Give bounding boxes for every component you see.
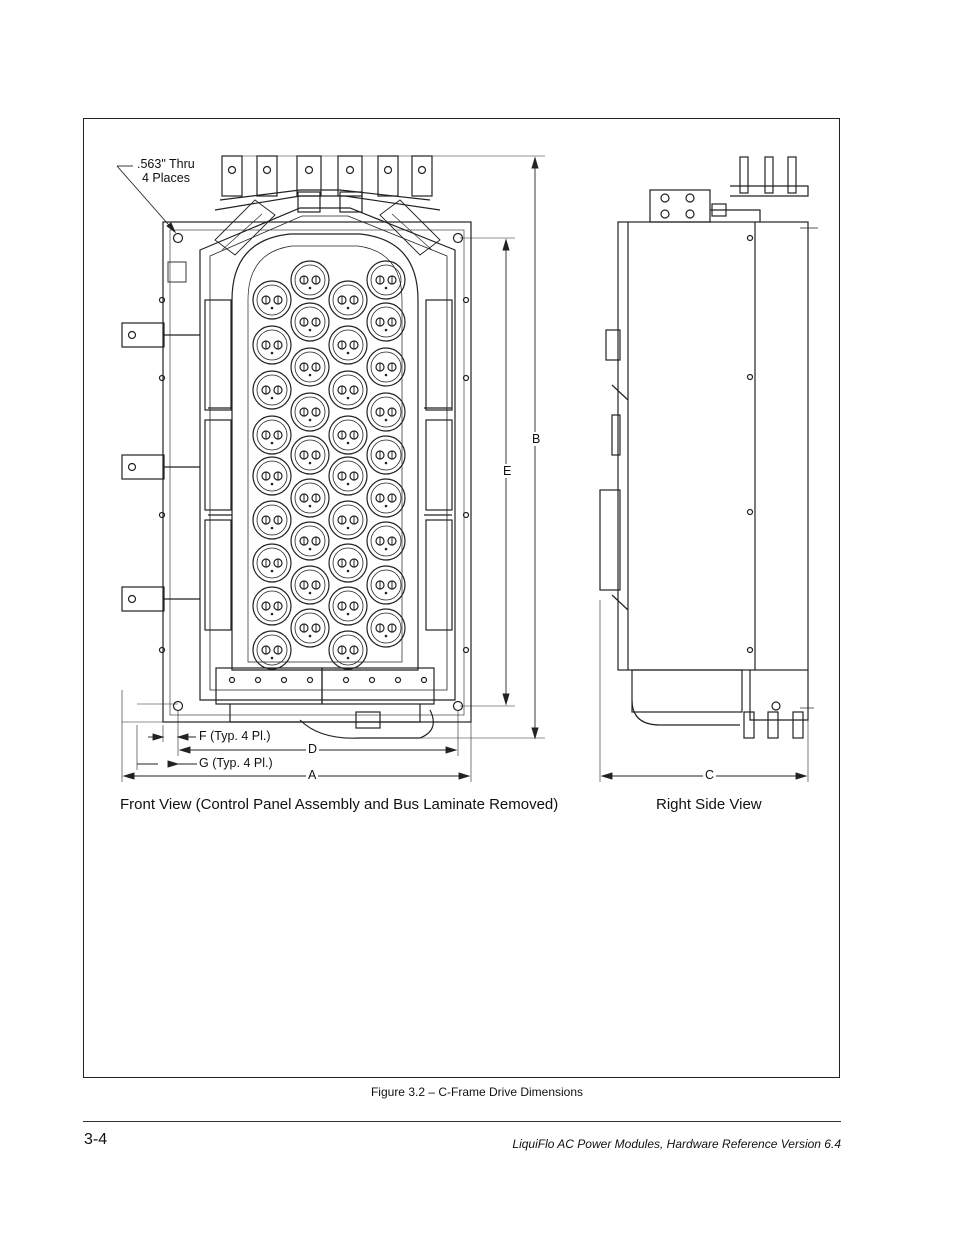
footer-divider (83, 1121, 841, 1122)
front-view-caption: Front View (Control Panel Assembly and B… (120, 796, 559, 813)
hole-note-line-2: 4 Places (142, 171, 190, 185)
capacitor-array (252, 260, 406, 670)
dim-label-e: E (501, 464, 514, 478)
hole-note-line-1: .563" Thru (137, 157, 195, 171)
figure-caption: Figure 3.2 – C-Frame Drive Dimensions (370, 1085, 584, 1099)
side-dimension-lines (599, 600, 809, 782)
dim-label-f: F (Typ. 4 Pl.) (197, 729, 273, 743)
front-dimension-lines (116, 155, 545, 782)
dim-label-g: G (Typ. 4 Pl.) (197, 756, 275, 770)
dim-label-d: D (306, 742, 320, 756)
dim-label-a: A (306, 768, 319, 782)
dim-label-b: B (530, 432, 543, 446)
figure-frame (83, 118, 840, 1078)
side-view-caption: Right Side View (656, 796, 762, 813)
page-number: 3-4 (84, 1131, 108, 1148)
document-title: LiquiFlo AC Power Modules, Hardware Refe… (512, 1137, 841, 1151)
dim-label-c: C (703, 768, 717, 782)
side-view (599, 156, 818, 739)
front-view (121, 155, 472, 739)
